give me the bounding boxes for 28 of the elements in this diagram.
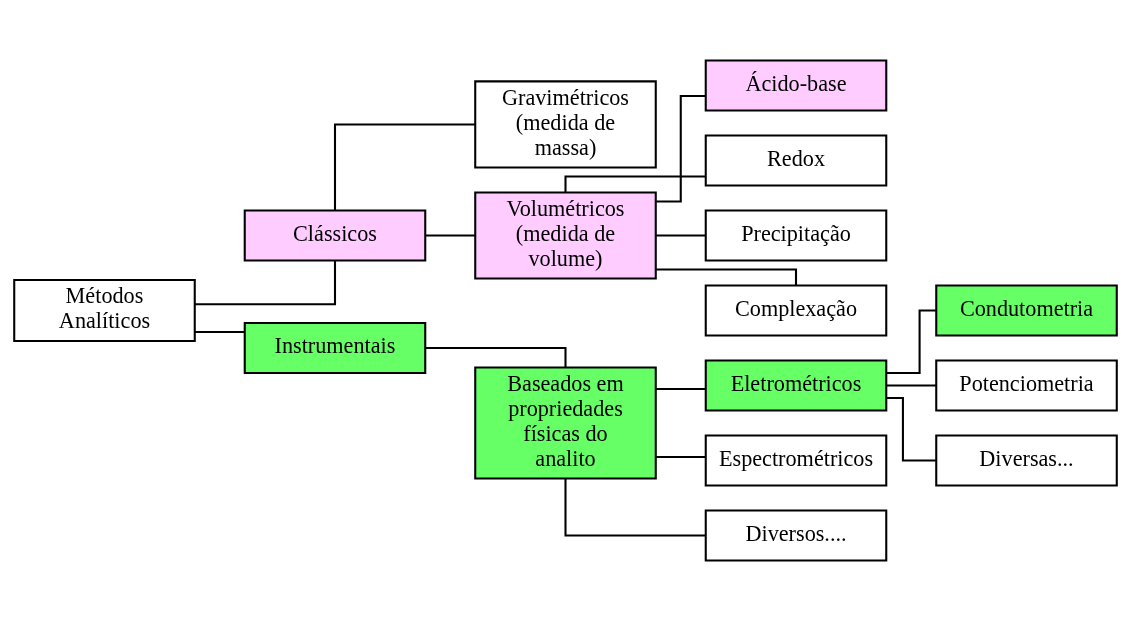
- connector: [425, 234, 475, 237]
- node-box: Gravimétricos (medida de massa): [474, 80, 657, 169]
- connector: [656, 94, 706, 203]
- connector: [194, 330, 245, 334]
- node-box: Clássicos: [243, 209, 427, 262]
- node-box: Ácido-base: [704, 59, 888, 112]
- connector: [886, 396, 937, 462]
- node-box: Diversas...: [935, 434, 1118, 487]
- node-box: Eletrométricos: [704, 359, 888, 412]
- node-box: Volumétricos (medida de volume): [474, 191, 657, 280]
- node-box: Precipitação: [704, 209, 888, 262]
- connector: [655, 455, 706, 459]
- connector: [564, 478, 706, 537]
- connector: [655, 387, 706, 390]
- node-box: Métodos Analíticos: [13, 278, 196, 343]
- node-box: Instrumentais: [243, 321, 427, 375]
- node-box: Potenciometria: [935, 359, 1118, 412]
- connector: [333, 123, 476, 211]
- node-box: Condutometria: [935, 284, 1118, 337]
- connector: [194, 260, 337, 306]
- node-box: Complexação: [704, 284, 888, 337]
- connector: [886, 384, 936, 387]
- node-box: Redox: [704, 134, 888, 187]
- node-box: Diversos....: [704, 509, 888, 562]
- node-box: Baseados em propriedades físicas do analito: [474, 366, 657, 480]
- connector: [655, 234, 706, 237]
- connector: [425, 346, 567, 368]
- node-box: Espectrométricos: [704, 434, 888, 487]
